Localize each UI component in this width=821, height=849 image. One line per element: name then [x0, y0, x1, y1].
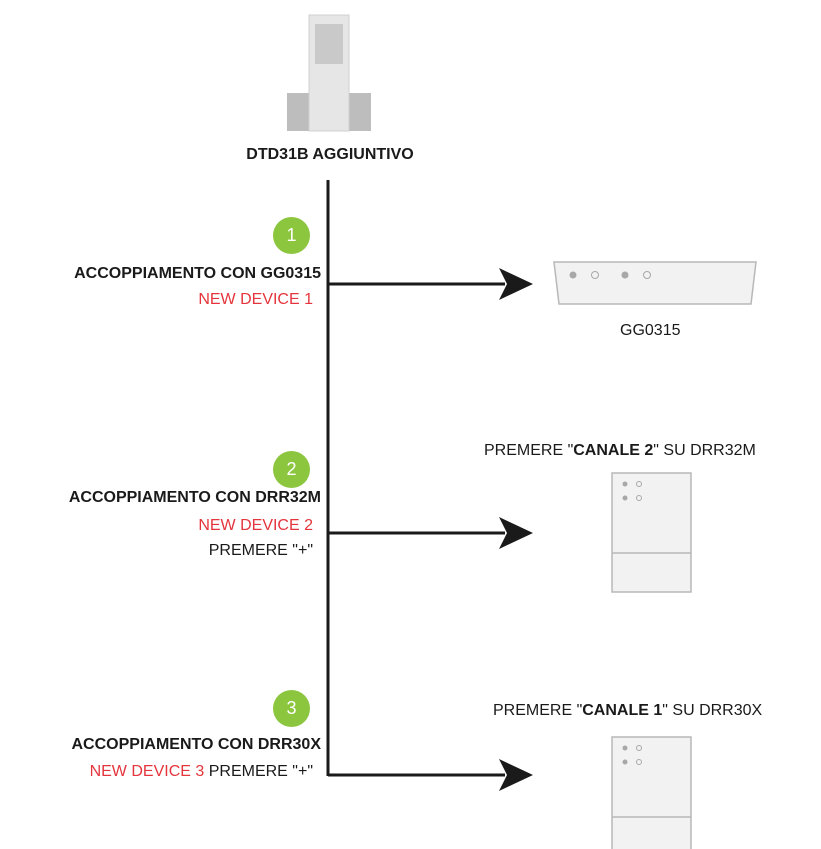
- drr32m-instruction-post: " SU DRR32M: [653, 442, 756, 459]
- step-3-title: ACCOPPIAMENTO CON DRR30X: [71, 736, 321, 753]
- step-3-line: NEW DEVICE 3 PREMERE "+": [90, 763, 313, 781]
- remote-control-icon: [287, 14, 371, 132]
- drr32m-instruction-pre: PREMERE ": [484, 442, 574, 459]
- step-3-device: NEW DEVICE 3: [89, 763, 205, 780]
- drr30x-instruction-pre: PREMERE ": [493, 702, 583, 719]
- arrow-3: [328, 759, 533, 791]
- drr30x-receiver-icon: [611, 736, 692, 849]
- step-3-badge: 3: [273, 690, 310, 727]
- drr32m-receiver-icon: [611, 472, 692, 593]
- arrow-2: [328, 517, 533, 549]
- device-title: DTD31B AGGIUNTIVO: [246, 146, 414, 163]
- arrow-1: [328, 268, 533, 300]
- step-1-device: NEW DEVICE 1: [198, 291, 313, 308]
- step-1-title: ACCOPPIAMENTO CON GG0315: [74, 265, 321, 282]
- step-3-instruction: PREMERE "+": [208, 763, 313, 780]
- drr32m-instruction-channel: CANALE 2: [573, 442, 654, 459]
- drr30x-instruction: PREMERE "CANALE 1" SU DRR30X: [493, 702, 762, 720]
- drr32m-instruction: PREMERE "CANALE 2" SU DRR32M: [484, 442, 756, 460]
- step-2-badge: 2: [273, 451, 310, 488]
- gateway-label: GG0315: [620, 322, 681, 339]
- gateway-device-icon: [553, 261, 757, 305]
- step-2-device: NEW DEVICE 2: [198, 517, 313, 534]
- drr30x-instruction-post: " SU DRR30X: [662, 702, 763, 719]
- drr30x-instruction-channel: CANALE 1: [582, 702, 663, 719]
- step-2-title: ACCOPPIAMENTO CON DRR32M: [68, 489, 321, 506]
- step-1-badge: 1: [273, 217, 310, 254]
- step-2-instruction: PREMERE "+": [208, 542, 313, 559]
